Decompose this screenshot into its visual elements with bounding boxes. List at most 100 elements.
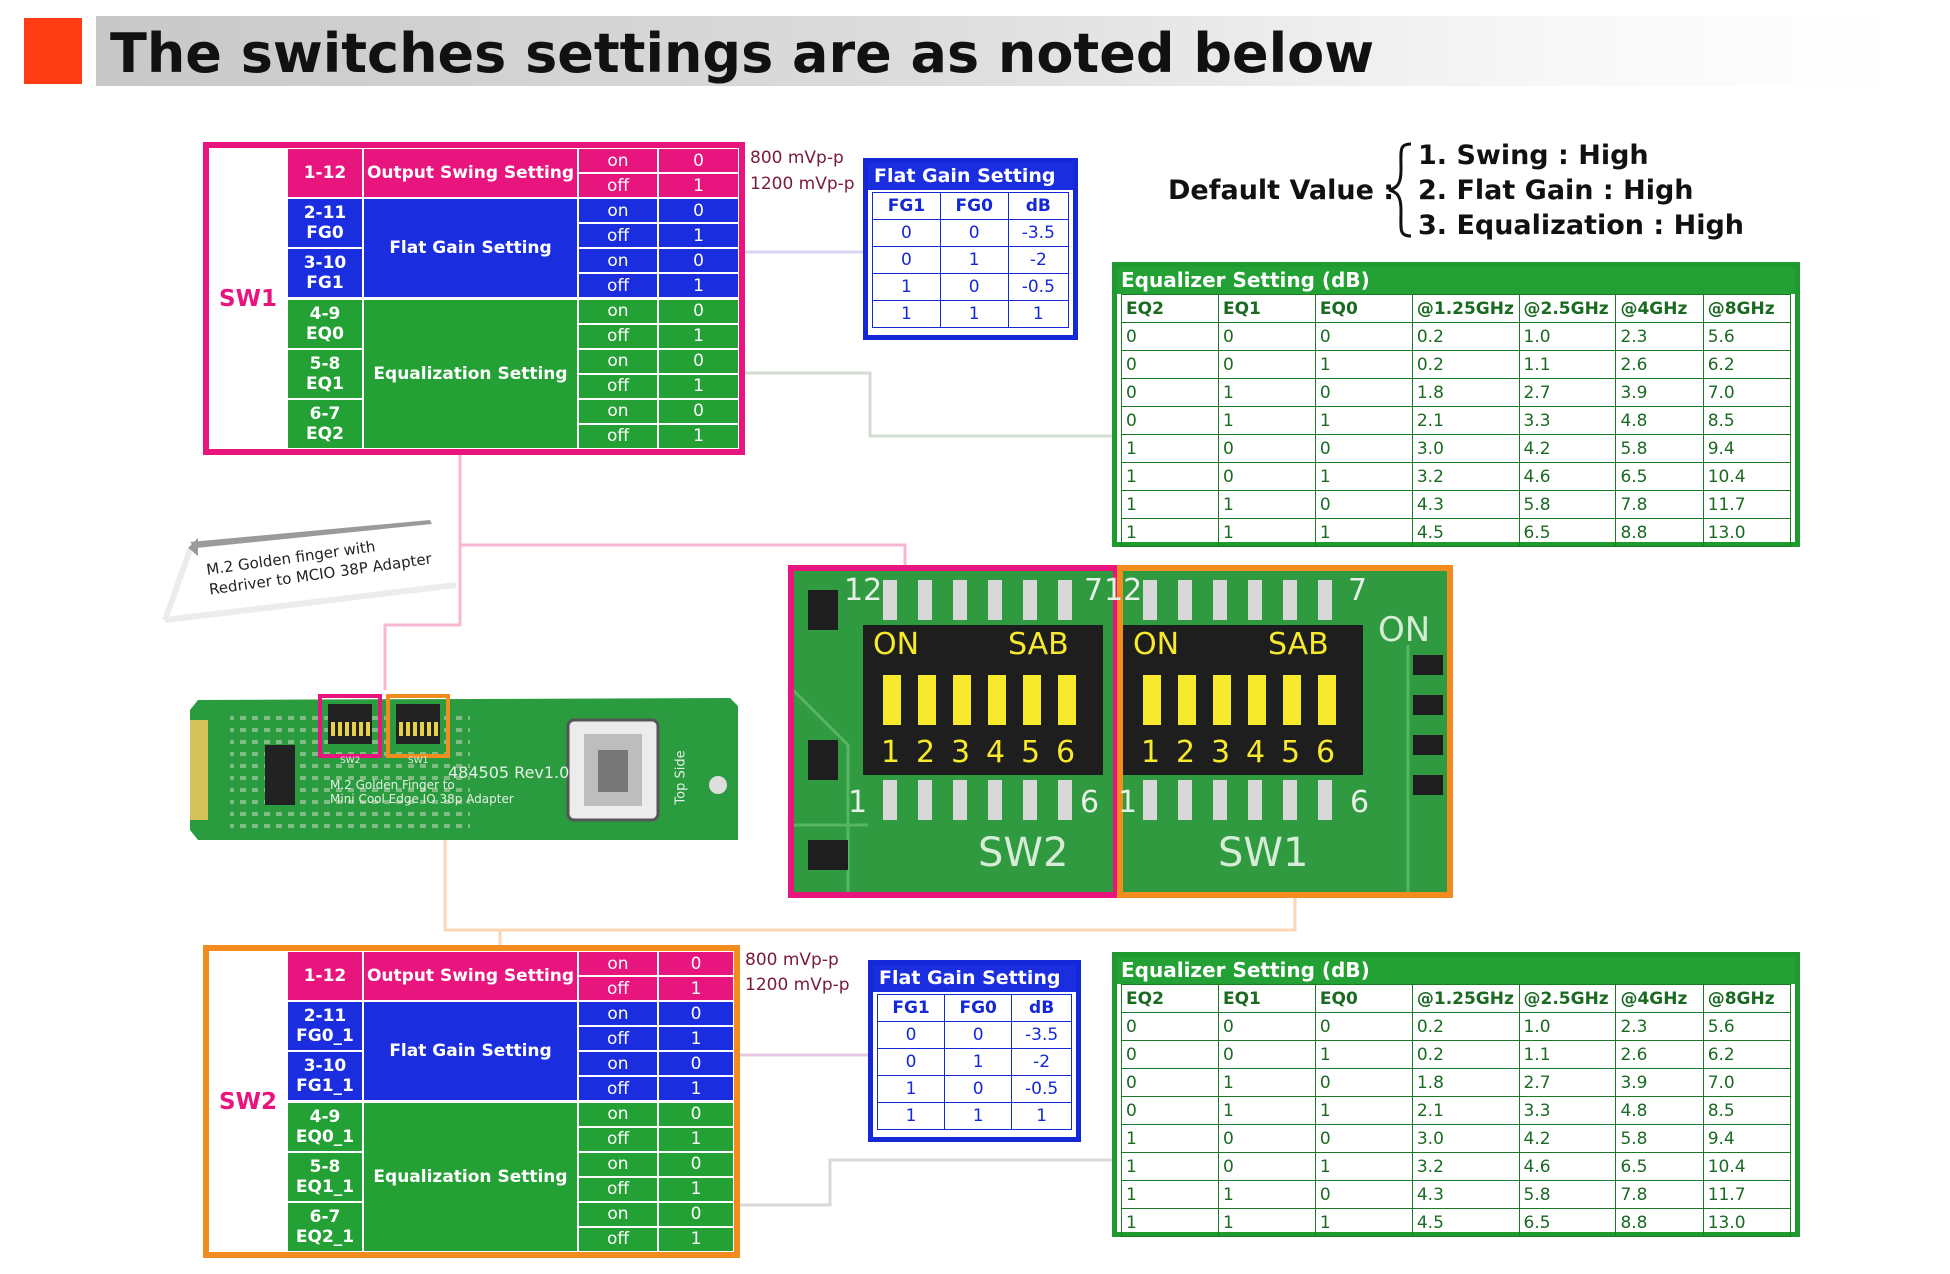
eq-cell: 1 [1217,490,1316,519]
fg-cell: 1 [872,300,941,328]
pcb-rev-text: 484505 Rev1.0 [448,763,570,782]
eq-cell: 4.3 [1411,1180,1520,1209]
pcb-board-photo: M.2 Golden Finger to Mini Cool Edge IO 3… [190,690,738,842]
swing-group-cell: Output Swing Setting [363,148,578,199]
eq-cell: 2.7 [1518,1068,1617,1097]
line-photo-to-sw2 [443,775,1297,932]
eq-header: @2.5GHz [1518,294,1617,323]
eq-cell: 1 [1314,406,1413,435]
state-off-cell: off [578,223,658,249]
switch-name-label: SW2 [219,1088,277,1115]
eq-cell: 7.0 [1702,378,1792,407]
fg-cell: 1 [876,1102,946,1130]
fg-header: FG1 [876,994,946,1022]
eq-cell: 3.9 [1615,1068,1704,1097]
eq-cell: 1 [1121,462,1219,491]
eq-cell: 11.7 [1702,490,1792,519]
eq-cell: 0 [1217,462,1316,491]
default-value-label: Default Value : [1168,175,1395,206]
state-on-cell: on [578,248,658,274]
fg-cell: 1 [939,246,1009,274]
dip-on-label: ON [873,627,920,662]
sw1-swing-low-label: 800 mVp-p [750,148,844,168]
eq-cell: 0 [1217,1012,1316,1041]
eq-cell: 4.5 [1411,1208,1520,1237]
eq-cell: 4.2 [1518,434,1617,463]
pin-cell: 4-9 EQ0 [287,298,363,349]
eq-cell: 3.2 [1411,462,1520,491]
default-equalization: 3. Equalization : High [1418,210,1745,241]
value-on-cell: 0 [658,198,739,224]
eq-cell: 4.6 [1518,462,1617,491]
eq-cell: 0 [1121,322,1219,351]
adapter-note-card: M.2 Golden finger with Redriver to MCIO … [160,520,460,635]
default-flat-gain: 2. Flat Gain : High [1418,175,1694,206]
eq-cell: 13.0 [1702,518,1792,547]
eq-cell: 0 [1314,322,1413,351]
eq-cell: 3.3 [1518,1096,1617,1125]
state-off-cell: off [578,1226,658,1252]
fg-cell: 1 [872,273,941,301]
eq-cell: 1 [1121,434,1219,463]
state-on-cell: on [578,951,658,977]
eq-cell: 0 [1121,406,1219,435]
eq-cell: 1.0 [1518,322,1617,351]
eq-cell: 0 [1314,490,1413,519]
state-off-cell: off [578,173,658,199]
eq-header: @1.25GHz [1411,294,1520,323]
line-sw1-eq [745,371,1112,438]
value-on-cell: 0 [658,148,739,174]
eq-cell: 0 [1314,1180,1413,1209]
pin-12-label: 12 [844,573,883,608]
eq-cell: 1 [1314,350,1413,379]
sw2-swing-low-label: 800 mVp-p [745,950,839,970]
pin-cell: 6-7 EQ2 [287,398,363,449]
dip-photo-graphic [788,565,1453,898]
value-off-cell: 1 [658,1026,734,1052]
eq-cell: 0 [1314,1068,1413,1097]
eq-cell: 0 [1217,434,1316,463]
fg-cell: 0 [872,219,941,247]
eq-cell: 0 [1217,1040,1316,1069]
eq-cell: 4.6 [1518,1152,1617,1181]
pin-12-label: 12 [1104,573,1143,608]
state-off-cell: off [578,1026,658,1052]
equalization-group-cell: Equalization Setting [363,298,578,449]
eq-cell: 0 [1217,1152,1316,1181]
eq-cell: 0 [1217,350,1316,379]
fg-cell: 0 [872,246,941,274]
state-off-cell: off [578,1076,658,1102]
dip-number: 3 [1210,735,1231,770]
eq-cell: 1 [1217,378,1316,407]
photo-side-on-label: ON [1378,610,1431,650]
eq-cell: 8.8 [1615,518,1704,547]
state-on-cell: on [578,298,658,324]
pcb-top-side-text: Top Side [673,750,689,805]
value-off-cell: 1 [658,1126,734,1152]
value-on-cell: 0 [658,398,739,424]
eq-cell: 2.3 [1615,322,1704,351]
eq-cell: 5.8 [1615,434,1704,463]
dip-brand-label: SAB [1268,627,1329,662]
state-on-cell: on [578,148,658,174]
dip-number: 5 [1020,735,1041,770]
equalizer-title: Equalizer Setting (dB) [1117,957,1795,984]
pin-cell: 2-11 FG0 [287,198,363,249]
eq-cell: 1.1 [1518,350,1617,379]
eq-cell: 1 [1314,1152,1413,1181]
state-off-cell: off [578,1126,658,1152]
value-on-cell: 0 [658,951,734,977]
eq-cell: 1 [1217,406,1316,435]
eq-cell: 1 [1217,1096,1316,1125]
value-off-cell: 1 [658,373,739,399]
eq-cell: 3.0 [1411,434,1520,463]
equalization-group-cell: Equalization Setting [363,1101,578,1252]
eq-cell: 2.6 [1615,350,1704,379]
state-on-cell: on [578,1001,658,1027]
page-title: The switches settings are as noted below [110,22,1375,85]
